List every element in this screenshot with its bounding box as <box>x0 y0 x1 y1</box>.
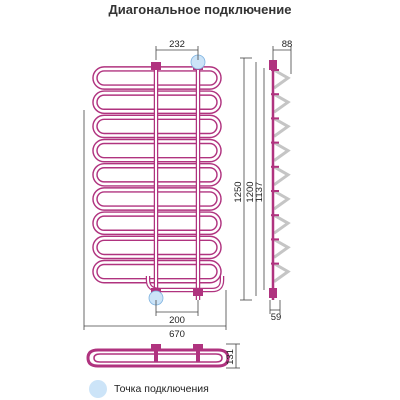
legend-connection-point-icon <box>89 380 107 398</box>
dim-depth-profile: 131 <box>225 349 236 365</box>
side-ghost-loop <box>273 262 291 283</box>
side-dimensions <box>269 46 292 314</box>
plan-inner-loop <box>93 353 223 363</box>
side-fitting-bottom <box>269 288 277 298</box>
side-ghost-loops <box>273 68 291 283</box>
dim-height-mid: 1200 <box>245 181 256 202</box>
dim-height-total: 1250 <box>233 181 244 202</box>
front-dimensions <box>83 46 265 330</box>
dim-depth-bottom: 59 <box>271 312 282 323</box>
front-view <box>92 54 225 306</box>
plan-fitting-right <box>193 344 203 362</box>
side-ghost-loop <box>273 68 291 90</box>
dim-total-width: 670 <box>169 329 185 340</box>
plan-dimension <box>226 343 240 369</box>
side-view <box>269 60 291 300</box>
serpentine-tube-highlight <box>93 67 221 282</box>
dim-bottom-axis: 200 <box>169 315 185 326</box>
plan-fitting-left <box>151 344 161 362</box>
side-ghost-loop <box>273 117 291 138</box>
side-ghost-loop <box>273 213 291 235</box>
plan-view <box>86 344 230 368</box>
side-ghost-loop <box>273 238 291 259</box>
side-ghost-loop <box>273 165 291 187</box>
fitting-bottom-right <box>193 288 203 296</box>
bottom-connector-tube <box>145 276 225 293</box>
side-ghost-loop <box>273 92 291 114</box>
side-fitting-top <box>269 60 277 70</box>
dim-depth-top: 88 <box>282 39 293 50</box>
legend-label: Точка подключения <box>114 383 209 395</box>
fitting-top-left <box>151 62 161 70</box>
side-ghost-loop <box>273 141 291 162</box>
plan-outer-loop <box>86 348 230 368</box>
diagram-title: Диагональное подключение <box>108 2 292 17</box>
side-ghost-loop <box>273 189 291 211</box>
dim-top-width: 232 <box>169 39 185 50</box>
dim-height-axis: 1137 <box>254 182 265 202</box>
